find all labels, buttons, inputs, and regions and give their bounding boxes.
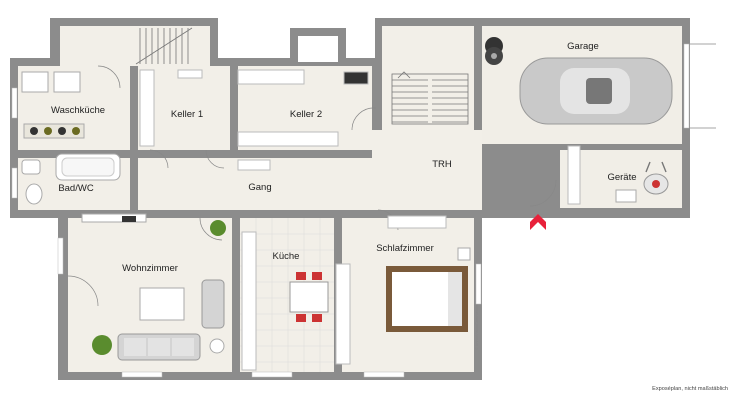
bathtub-icon [55, 153, 121, 181]
room-label-bad-wc: Bad/WC [58, 183, 94, 194]
room-label-geraete: Geräte [607, 172, 636, 183]
room-label-kueche: Küche [273, 251, 300, 262]
tire-icon [485, 37, 503, 65]
shelf-garage [567, 145, 581, 205]
stairs-icon [135, 27, 469, 125]
toilet-icon [21, 159, 43, 205]
wardrobe [387, 215, 447, 229]
sofa-icon [117, 333, 201, 361]
dining-table-icon [289, 272, 329, 322]
room-label-trh: TRH [432, 159, 452, 170]
tv-icon [81, 213, 147, 223]
room-label-gang: Gang [248, 182, 271, 193]
footer-note: Exposéplan, nicht maßstäblich [652, 386, 728, 392]
bicycle-icon [615, 189, 637, 203]
entrance-arrow-icon [530, 214, 546, 230]
shelves [139, 69, 369, 147]
side-table [209, 338, 225, 354]
room-label-waschkueche: Waschküche [51, 105, 105, 116]
watermark: © ImmoVisionCommercial [474, 304, 479, 350]
room-label-keller-2: Keller 2 [290, 109, 322, 120]
room-label-wohnzimmer: Wohnzimmer [122, 263, 178, 274]
nightstand [457, 247, 471, 261]
car-icon [519, 57, 673, 125]
coffee-table [139, 287, 185, 321]
bed-icon [386, 266, 468, 332]
windows [11, 43, 690, 378]
kitchen-counter [241, 231, 257, 371]
room-label-schlafzimmer: Schlafzimmer [376, 243, 434, 254]
plant-icon [92, 220, 226, 355]
armchair-icon [201, 279, 225, 329]
room-label-garage: Garage [567, 41, 599, 52]
wheelbarrow-icon [643, 161, 669, 195]
cabinet [237, 159, 271, 171]
washing-machine-icon [21, 71, 85, 139]
doors [67, 43, 716, 307]
room-label-keller-1: Keller 1 [171, 109, 203, 120]
cabinet-kitchen [335, 263, 351, 365]
